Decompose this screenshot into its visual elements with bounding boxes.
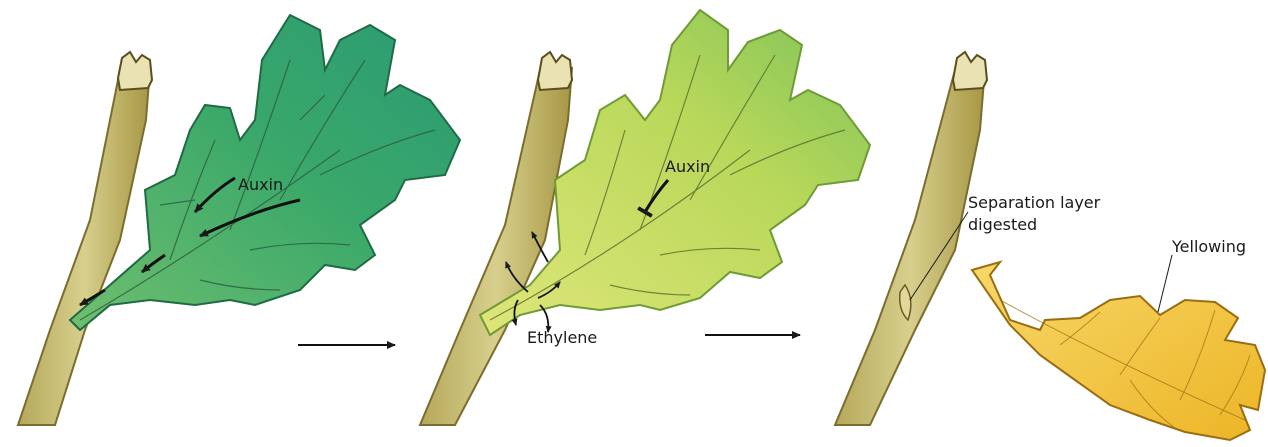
yellowing-pointer (1158, 255, 1172, 312)
auxin-label: Auxin (238, 175, 283, 194)
bud (538, 52, 572, 90)
panel-3-abscission: Separation layer digested Yellowing (835, 52, 1265, 440)
panel-1-healthy-leaf: Auxin (18, 15, 460, 425)
yellowing-label: Yellowing (1171, 237, 1246, 256)
separation-layer-label: Separation layer digested (968, 193, 1105, 234)
ethylene-label: Ethylene (527, 328, 597, 347)
panel-2-aging-leaf: Auxin Ethylene (420, 10, 870, 425)
twig (18, 68, 150, 425)
auxin-label: Auxin (665, 157, 710, 176)
bud (953, 52, 987, 90)
bud (118, 52, 152, 90)
bare-twig (835, 68, 985, 425)
